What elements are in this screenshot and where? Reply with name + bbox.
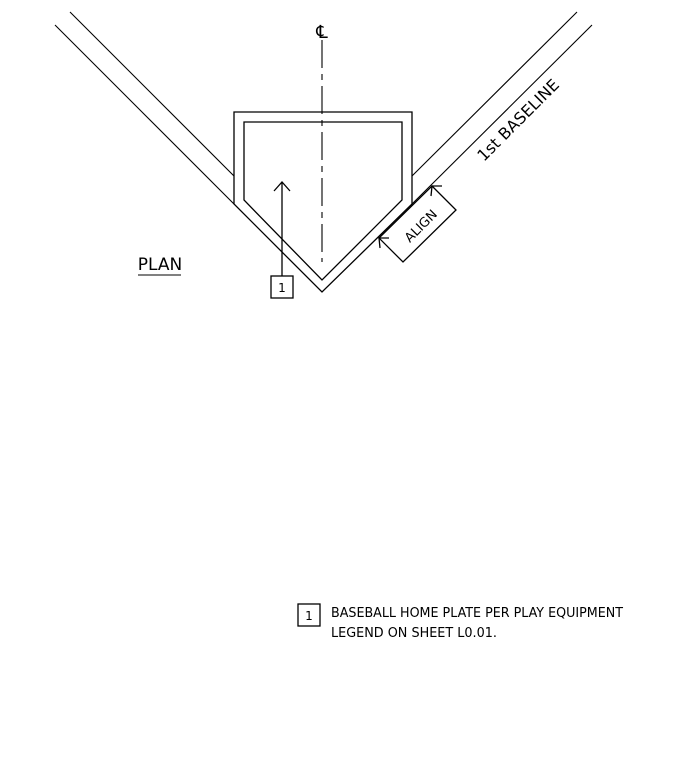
home-plate-outer	[233, 111, 413, 293]
third-baseline-inner	[69, 11, 235, 177]
legend-key-box	[297, 603, 321, 627]
callout-number: 1	[278, 281, 286, 295]
home-plate-inner	[243, 121, 403, 281]
third-baseline-outer	[54, 24, 235, 205]
legend-key-number: 1	[305, 609, 313, 623]
first-baseline-label: 1st BASELINE	[473, 75, 563, 165]
callout-arrowhead	[273, 181, 291, 192]
legend-line-1: BASEBALL HOME PLATE PER PLAY EQUIPMENT	[331, 606, 623, 621]
legend-line-2: LEGEND ON SHEET L0.01.	[331, 626, 497, 641]
align-arrow-bottom	[378, 237, 389, 249]
align-label: ALIGN	[402, 207, 441, 246]
callout-box	[270, 275, 294, 299]
centerline-symbol: ℄	[315, 22, 328, 43]
plan-label: PLAN	[138, 255, 182, 275]
align-arrow-top	[430, 185, 442, 197]
align-box	[378, 185, 457, 263]
first-baseline-outer	[411, 24, 593, 205]
first-baseline-inner	[411, 11, 578, 177]
